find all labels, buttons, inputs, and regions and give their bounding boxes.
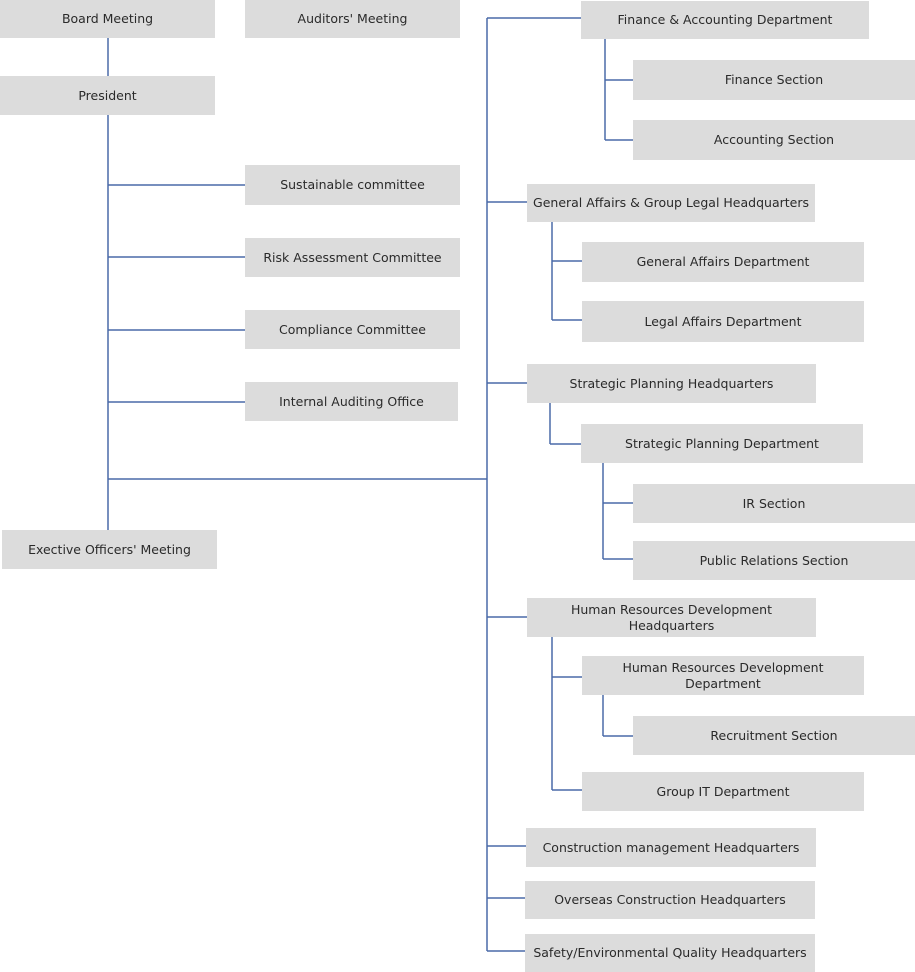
- risk-assessment-committee-box: Risk Assessment Committee: [245, 238, 460, 277]
- general-affairs-legal-hq-box: General Affairs & Group Legal Headquarte…: [527, 184, 815, 222]
- finance-accounting-department-box: Finance & Accounting Department: [581, 1, 869, 39]
- legal-affairs-department-box: Legal Affairs Department: [582, 301, 864, 342]
- hr-development-hq-box: Human Resources Development Headquarters: [527, 598, 816, 637]
- hr-development-department-box: Human Resources Development Department: [582, 656, 864, 695]
- construction-management-hq-box: Construction management Headquarters: [526, 828, 816, 867]
- executive-officers-meeting-box: Exective Officers' Meeting: [2, 530, 217, 569]
- ir-section-box: IR Section: [633, 484, 915, 523]
- strategic-planning-department-box: Strategic Planning Department: [581, 424, 863, 463]
- auditors-meeting-box: Auditors' Meeting: [245, 0, 460, 38]
- president-box: President: [0, 76, 215, 115]
- group-it-department-box: Group IT Department: [582, 772, 864, 811]
- accounting-section-box: Accounting Section: [633, 120, 915, 160]
- internal-auditing-office-box: Internal Auditing Office: [245, 382, 458, 421]
- finance-section-box: Finance Section: [633, 60, 915, 100]
- sustainable-committee-box: Sustainable committee: [245, 165, 460, 205]
- strategic-planning-hq-box: Strategic Planning Headquarters: [527, 364, 816, 403]
- compliance-committee-box: Compliance Committee: [245, 310, 460, 349]
- general-affairs-department-box: General Affairs Department: [582, 242, 864, 282]
- safety-environmental-quality-hq-box: Safety/Environmental Quality Headquarter…: [525, 934, 815, 972]
- public-relations-section-box: Public Relations Section: [633, 541, 915, 580]
- board-meeting-box: Board Meeting: [0, 0, 215, 38]
- recruitment-section-box: Recruitment Section: [633, 716, 915, 755]
- overseas-construction-hq-box: Overseas Construction Headquarters: [525, 881, 815, 919]
